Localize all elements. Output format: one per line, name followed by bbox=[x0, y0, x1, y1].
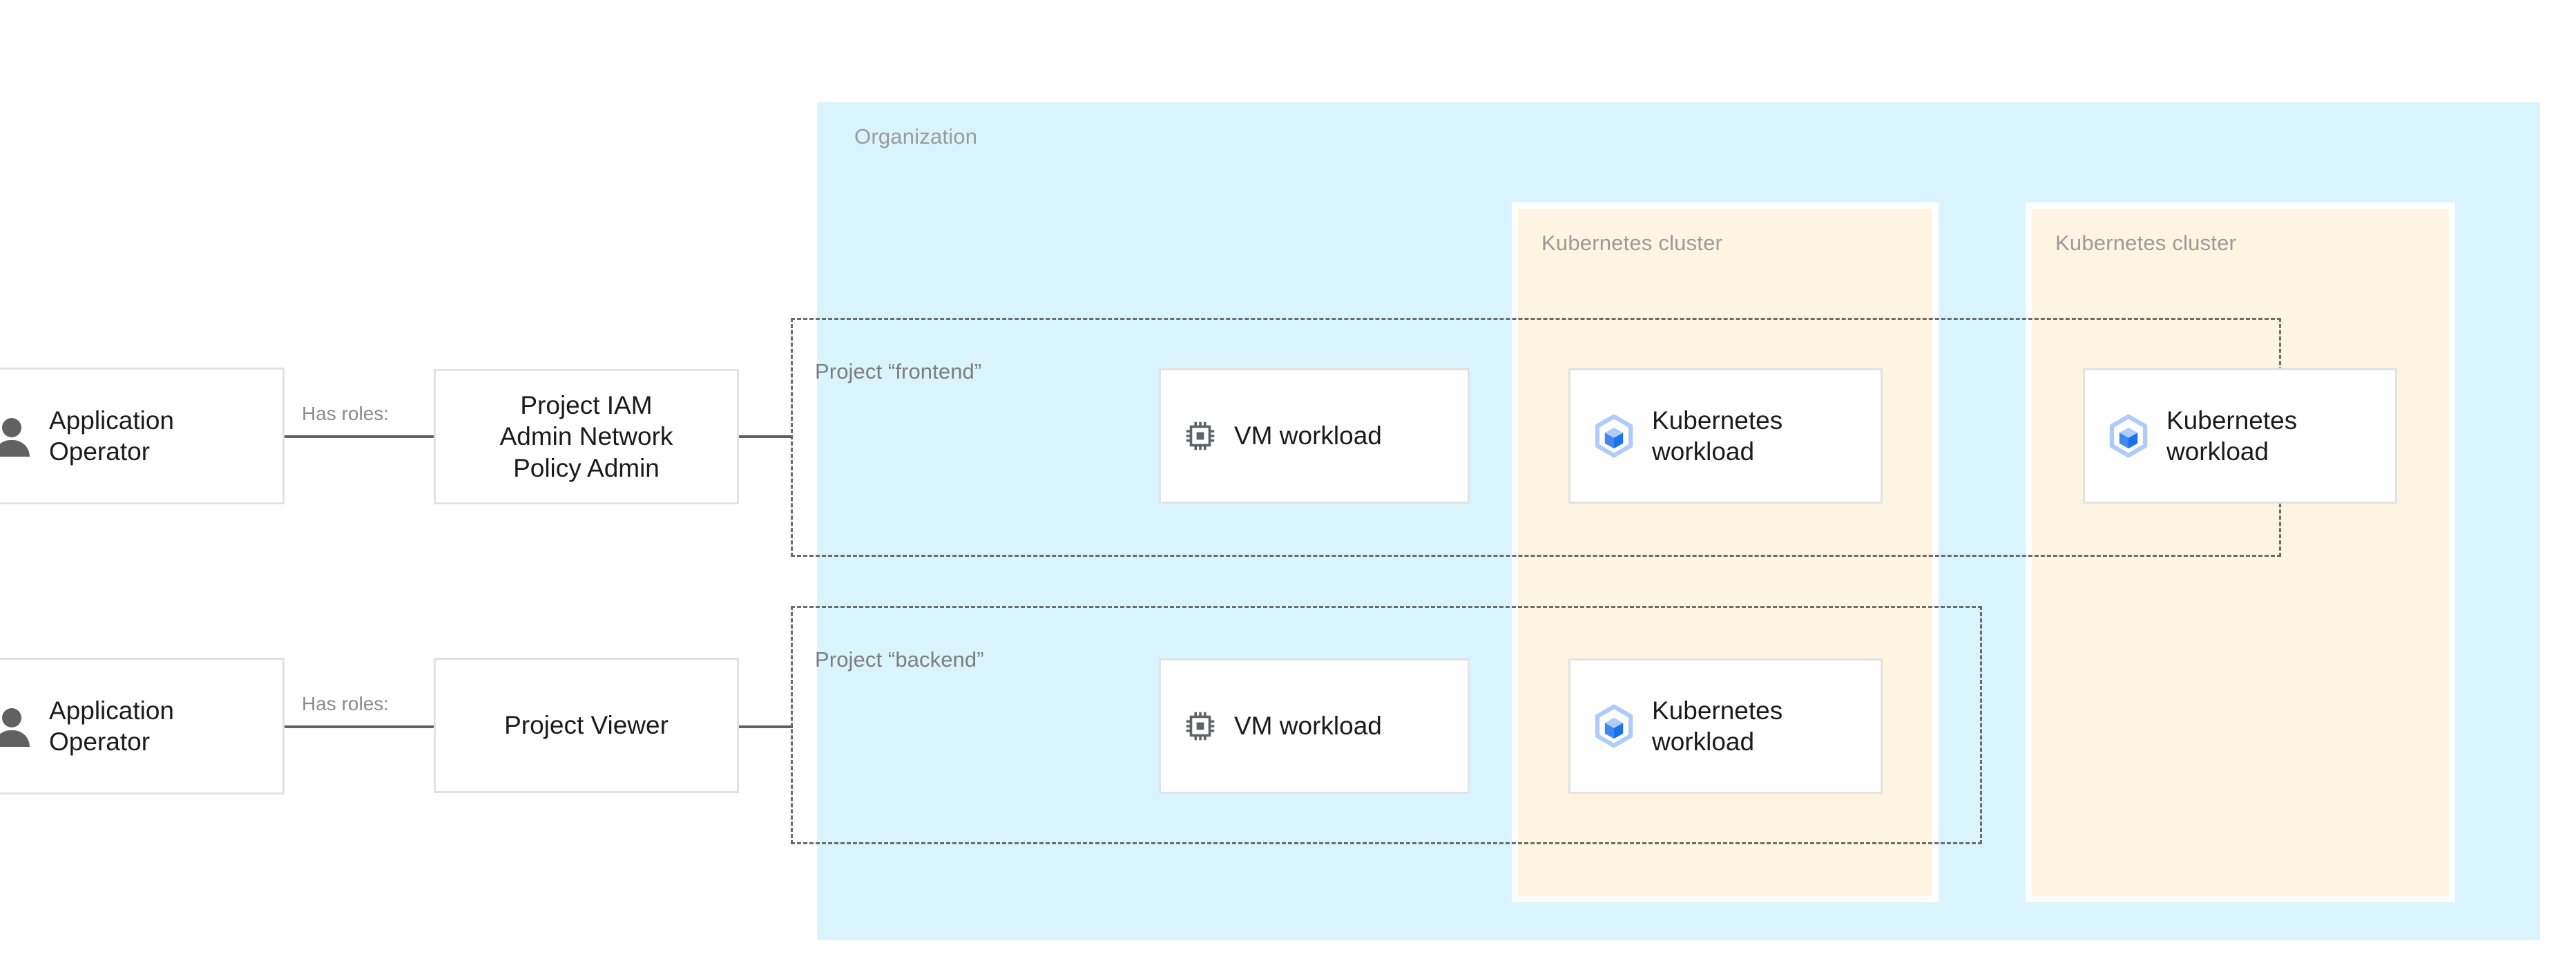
workload-vm-backend[interactable]: VM workload bbox=[1159, 658, 1470, 794]
organization-label: Organization bbox=[854, 124, 978, 149]
actor-label: Application Operator bbox=[49, 406, 175, 466]
workload-kubernetes-frontend-cluster-2[interactable]: Kubernetes workload bbox=[2083, 368, 2397, 504]
kubernetes-cluster-2-label: Kubernetes cluster bbox=[2055, 231, 2237, 255]
project-backend-region bbox=[791, 606, 1982, 844]
kubernetes-cluster-1-label: Kubernetes cluster bbox=[1541, 231, 1723, 255]
role-box-2[interactable]: Project Viewer bbox=[434, 658, 739, 793]
workload-vm-frontend[interactable]: VM workload bbox=[1159, 368, 1470, 504]
workload-label: Kubernetes workload bbox=[2166, 406, 2298, 466]
actor-application-operator-1[interactable]: Application Operator bbox=[0, 368, 285, 504]
project-frontend-region bbox=[791, 318, 2281, 557]
workload-kubernetes-frontend-cluster-1[interactable]: Kubernetes workload bbox=[1568, 368, 1883, 504]
actor-application-operator-2[interactable]: Application Operator bbox=[0, 658, 285, 795]
person-icon bbox=[0, 417, 31, 457]
workload-label: VM workload bbox=[1234, 421, 1382, 450]
role-box-1[interactable]: Project IAM Admin Network Policy Admin bbox=[434, 369, 739, 504]
kubernetes-cluster-2-region bbox=[2032, 209, 2449, 896]
workload-label: Kubernetes workload bbox=[1652, 696, 1783, 756]
kubernetes-cube-icon bbox=[2109, 414, 2148, 458]
role-label: Project IAM Admin Network Policy Admin bbox=[499, 391, 673, 482]
connector-role-1-to-project-frontend bbox=[739, 435, 793, 438]
role-label: Project Viewer bbox=[504, 711, 669, 740]
actor-label: Application Operator bbox=[49, 696, 175, 756]
kubernetes-cube-icon bbox=[1595, 414, 1633, 458]
workload-label: VM workload bbox=[1234, 712, 1382, 741]
connector-actor-1-to-role-1 bbox=[285, 435, 434, 438]
kubernetes-cube-icon bbox=[1595, 704, 1633, 748]
project-backend-label: Project “backend” bbox=[815, 647, 984, 672]
workload-label: Kubernetes workload bbox=[1652, 406, 1783, 466]
person-icon bbox=[0, 707, 31, 747]
cpu-chip-icon bbox=[1186, 712, 1215, 741]
edge-label-has-roles-2: Has roles: bbox=[302, 693, 390, 714]
cpu-chip-icon bbox=[1186, 421, 1215, 450]
project-frontend-label: Project “frontend” bbox=[815, 359, 982, 383]
edge-label-has-roles-1: Has roles: bbox=[302, 403, 390, 424]
connector-role-2-to-project-backend bbox=[739, 725, 793, 728]
workload-kubernetes-backend-cluster-1[interactable]: Kubernetes workload bbox=[1568, 658, 1883, 794]
connector-actor-2-to-role-2 bbox=[285, 725, 434, 728]
